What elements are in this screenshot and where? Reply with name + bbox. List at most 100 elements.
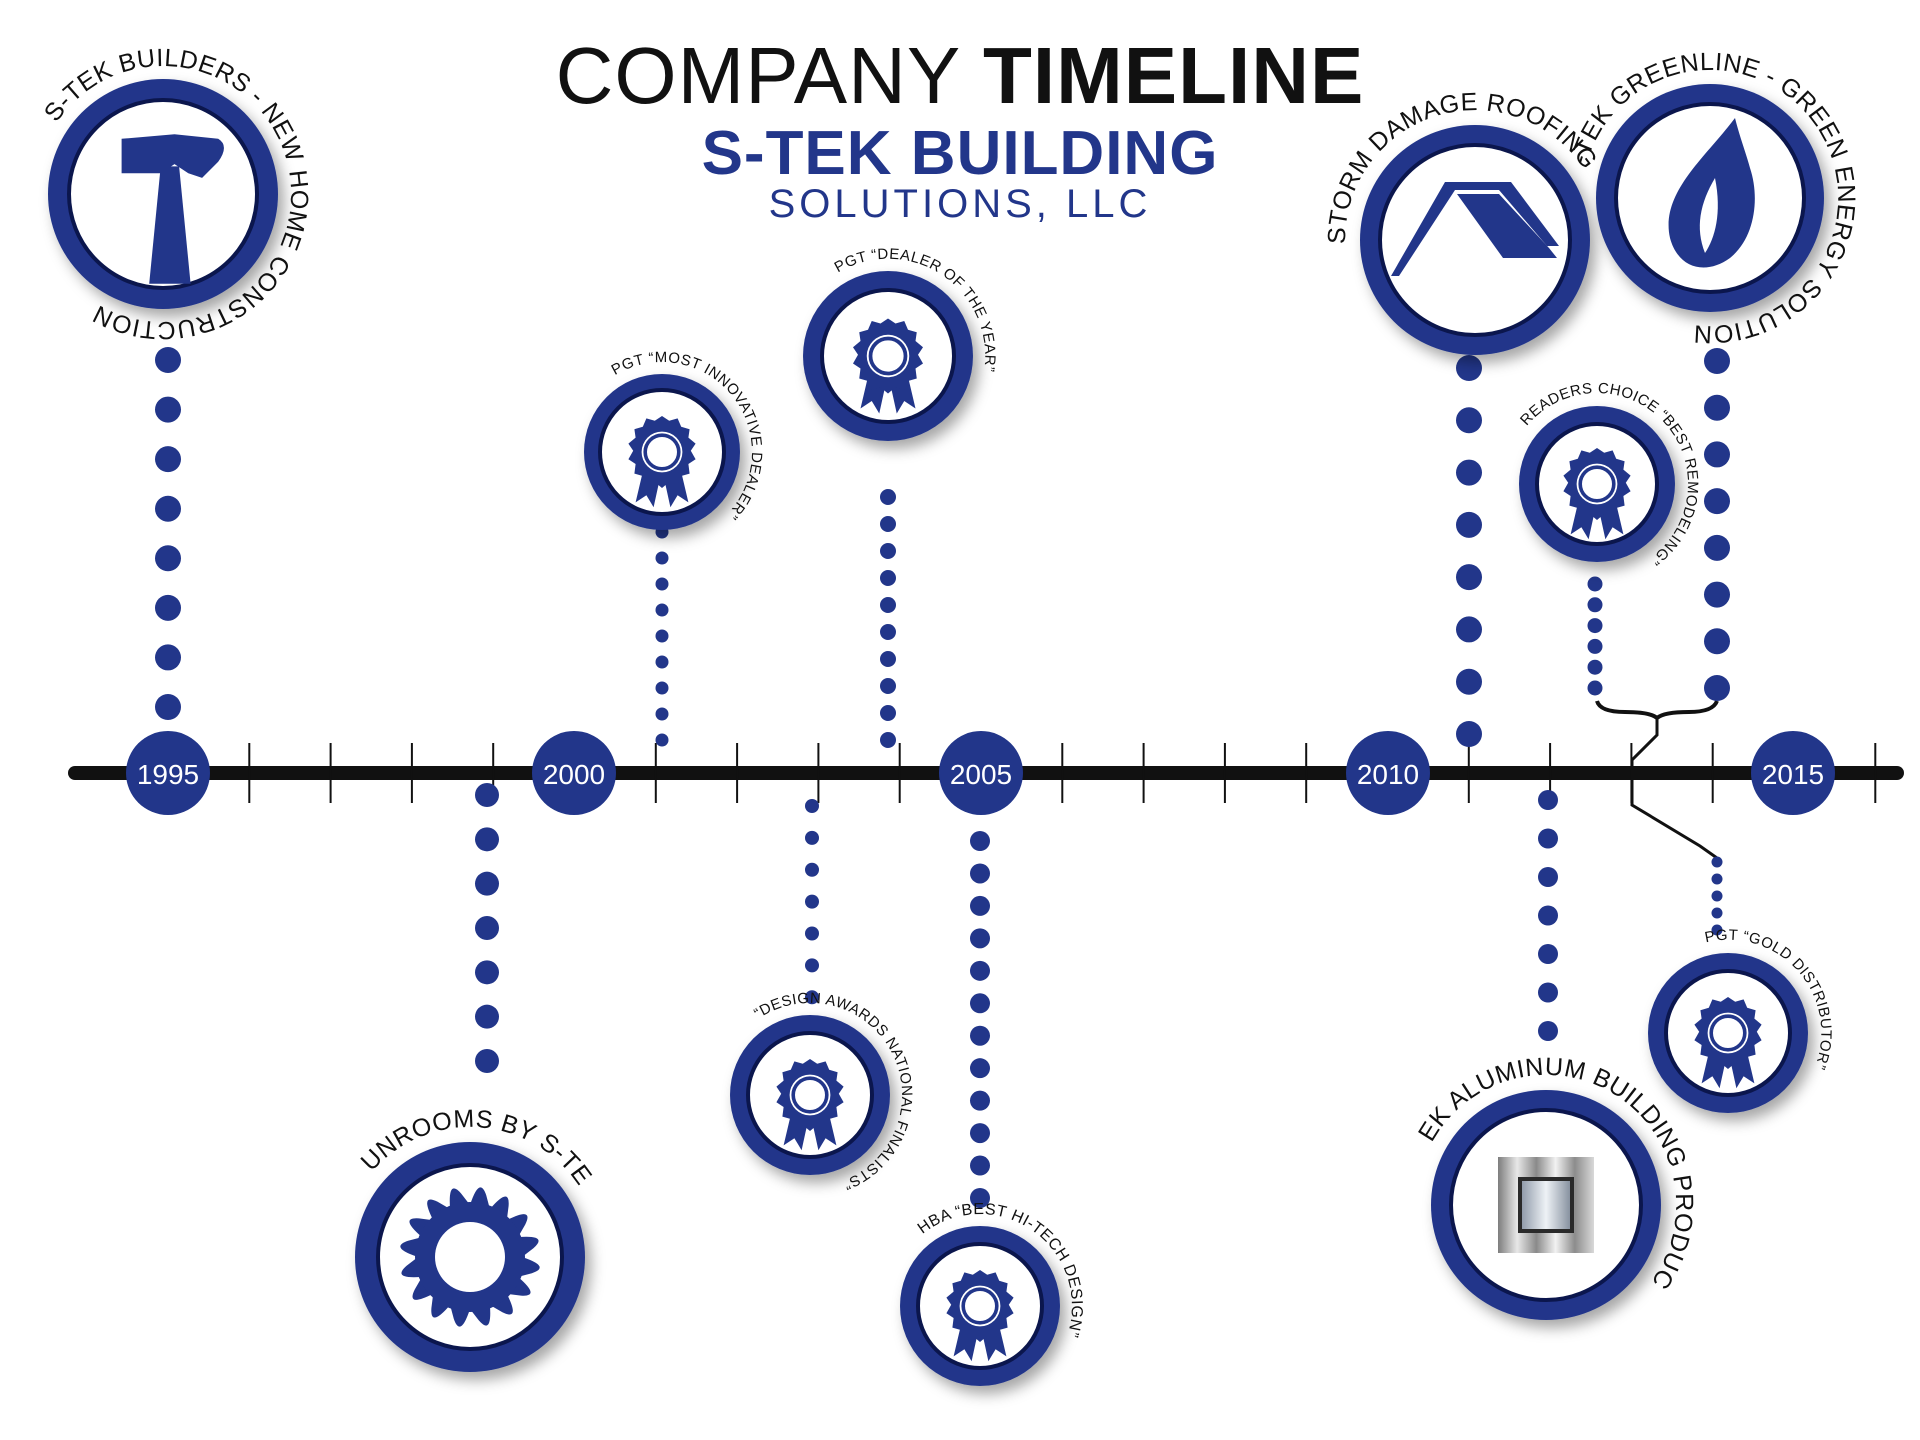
connector-dot	[805, 799, 819, 813]
company-suffix: SOLUTIONS, LLC	[768, 182, 1152, 226]
milestone-badge	[584, 374, 740, 530]
connector-dot	[805, 830, 819, 845]
connector-dot	[655, 629, 669, 643]
milestone-badge	[355, 1142, 585, 1372]
connector-dot	[970, 895, 990, 916]
connector-dot	[655, 707, 669, 721]
connector-dot	[1456, 407, 1482, 434]
title-part2: TIMELINE	[983, 31, 1365, 120]
milestone-badge	[1596, 84, 1824, 312]
leaf-vein	[1699, 178, 1718, 253]
roof-icon	[1391, 182, 1559, 276]
connector-dot	[805, 958, 819, 973]
connector-dot	[1587, 597, 1603, 613]
panel-glass	[1518, 1177, 1574, 1233]
brace-connector	[1595, 700, 1719, 721]
connector-dot	[970, 928, 990, 949]
connector-dot	[1456, 564, 1482, 591]
year-label: 1995	[137, 759, 199, 790]
roof-slope	[1457, 194, 1557, 258]
connector-dot	[655, 733, 669, 747]
company-name: S-TEK BUILDING	[701, 119, 1219, 188]
sun-icon	[400, 1187, 540, 1327]
milestone-badges-layer	[48, 79, 1824, 1386]
milestone-badge	[900, 1226, 1060, 1386]
connector-dot	[1704, 534, 1730, 561]
hammer-handle	[149, 166, 191, 284]
milestone-badge	[1648, 953, 1808, 1113]
connector-dot	[1538, 944, 1558, 964]
connector-dot	[1538, 790, 1558, 810]
connector-dot	[155, 594, 181, 621]
year-marker	[1346, 731, 1430, 815]
page-title: COMPANY TIMELINE	[0, 30, 1920, 122]
connector-dot	[880, 732, 896, 748]
leaf-drop-icon	[1668, 118, 1755, 268]
year-label: 2010	[1357, 759, 1419, 790]
connector-dot	[805, 862, 819, 877]
connector-dot	[1538, 828, 1558, 849]
connector-dot	[1456, 721, 1482, 747]
connector-dot	[880, 543, 896, 559]
connector-dot	[475, 783, 499, 807]
connector-dot	[1704, 675, 1730, 701]
badge-face	[1378, 143, 1572, 337]
connector-dot	[880, 516, 896, 532]
connector-dot	[655, 603, 669, 617]
year-marker	[1751, 731, 1835, 815]
connector-dot	[1704, 488, 1730, 515]
connector-dot	[1587, 638, 1603, 654]
milestone-badge	[1519, 406, 1675, 562]
hammer-icon	[121, 134, 224, 284]
connector-dot	[1704, 394, 1730, 421]
connector-dot	[805, 894, 819, 909]
connector-dot	[155, 545, 181, 572]
connector-dot	[155, 694, 181, 720]
connector-dot	[155, 446, 181, 473]
milestone-badge	[730, 1015, 890, 1175]
sun-core	[435, 1222, 505, 1292]
connector-dot	[970, 993, 990, 1014]
connector-dot	[970, 1090, 990, 1111]
connector-dot	[155, 644, 181, 671]
year-label: 2015	[1762, 759, 1824, 790]
connector-dot	[1538, 982, 1558, 1003]
connector-dot	[970, 960, 990, 981]
connector-dot	[475, 1049, 499, 1073]
connector-dot	[1587, 618, 1603, 634]
connector-dot	[1711, 924, 1723, 936]
connector-dot	[1538, 1021, 1558, 1041]
connector-dot	[970, 831, 990, 851]
year-marker	[126, 731, 210, 815]
connector-dot	[880, 651, 896, 667]
connector-dot	[880, 678, 896, 694]
milestone-badge	[1431, 1090, 1661, 1320]
connector-dot	[655, 577, 669, 591]
connector-dot	[1538, 905, 1558, 926]
connector-dot	[155, 495, 181, 522]
milestone-badge	[803, 271, 973, 441]
connector-dot	[475, 827, 499, 852]
connector-dot	[1704, 348, 1730, 374]
connector-dot	[880, 570, 896, 586]
connector-dot	[880, 624, 896, 640]
connector-dot	[655, 681, 669, 695]
connector-dot	[1704, 628, 1730, 655]
connector-dot	[1711, 907, 1723, 919]
connector-dot	[1704, 581, 1730, 608]
connector-dot	[655, 551, 669, 565]
connector-dot	[1711, 890, 1723, 902]
connector-dot	[155, 347, 181, 373]
year-marker	[939, 731, 1023, 815]
connector-dot	[970, 1155, 990, 1176]
title-part1: COMPANY	[555, 31, 960, 120]
roof-outline	[1391, 182, 1559, 276]
connector-dot	[970, 863, 990, 884]
connector-dot	[970, 1188, 990, 1208]
connector-dot	[1456, 616, 1482, 643]
aluminum-panel-icon	[1498, 1157, 1594, 1253]
leader-line	[1630, 718, 1718, 860]
connector-dot	[1711, 856, 1723, 868]
